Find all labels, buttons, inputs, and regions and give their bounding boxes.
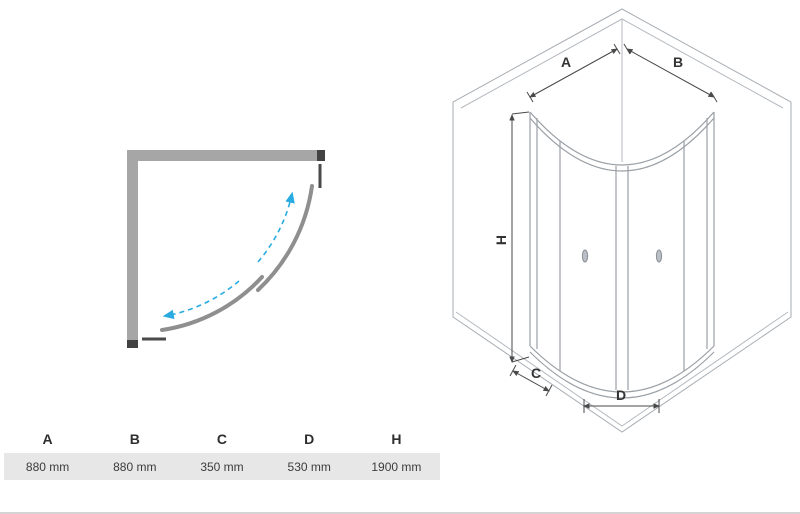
plan-door-swing-arrow-lower [162, 280, 240, 320]
shower-tray-arc-bottom [529, 351, 715, 399]
plan-view [127, 150, 325, 348]
plan-door-arc-lower [160, 275, 264, 332]
dim-label-d: D [616, 387, 626, 403]
page-border-bottom [0, 512, 800, 514]
table-header-cell-a: A [42, 431, 53, 447]
dimensions-table: A B C D H 880 mm 880 mm 350 mm 530 mm 19… [4, 428, 440, 480]
table-value-cell-h: 1900 mm [371, 459, 422, 474]
dim-c-line [512, 370, 550, 392]
room-floor-inner-edge [455, 311, 789, 427]
dim-label-b: B [673, 54, 683, 70]
shower-top-track-outer [529, 111, 715, 166]
plan-left-wall-cap [127, 340, 138, 348]
dim-label-a: A [561, 54, 571, 70]
table-header-cell-b: B [129, 431, 140, 447]
table-value-row: 880 mm 880 mm 350 mm 530 mm 1900 mm [4, 453, 440, 480]
table-header-cell-c: C [216, 431, 228, 447]
table-header-cell-d: D [304, 431, 315, 447]
shower-top-track-inner [529, 117, 715, 172]
plan-left-wall [127, 150, 138, 340]
dim-b-line [626, 48, 715, 98]
dim-label-h: H [493, 235, 509, 245]
table-value-cell-a: 880 mm [25, 459, 70, 474]
shower-tray-arc-top [529, 345, 715, 393]
door-handle-right [655, 249, 663, 263]
door-handle-left [581, 249, 589, 263]
plan-door-arc-upper [256, 184, 314, 292]
table-value-cell-c: 350 mm [200, 459, 244, 474]
room-outline [452, 8, 792, 433]
table-header-cell-h: H [391, 431, 402, 447]
dim-a-line [529, 48, 618, 98]
dim-h-ext-top [511, 111, 530, 115]
dim-h-ext-bottom [511, 356, 530, 363]
plan-top-wall-cap [317, 150, 325, 161]
table-header-row: A B C D H [4, 428, 440, 450]
table-value-cell-b: 880 mm [113, 459, 157, 474]
dim-label-c: C [531, 365, 541, 381]
iso-view: A B H C D [452, 8, 792, 433]
table-value-cell-d: 530 mm [287, 459, 331, 474]
plan-top-wall [127, 150, 317, 161]
plan-door-swing-arrow-upper [257, 191, 295, 263]
dim-c-tick-left [509, 364, 517, 377]
